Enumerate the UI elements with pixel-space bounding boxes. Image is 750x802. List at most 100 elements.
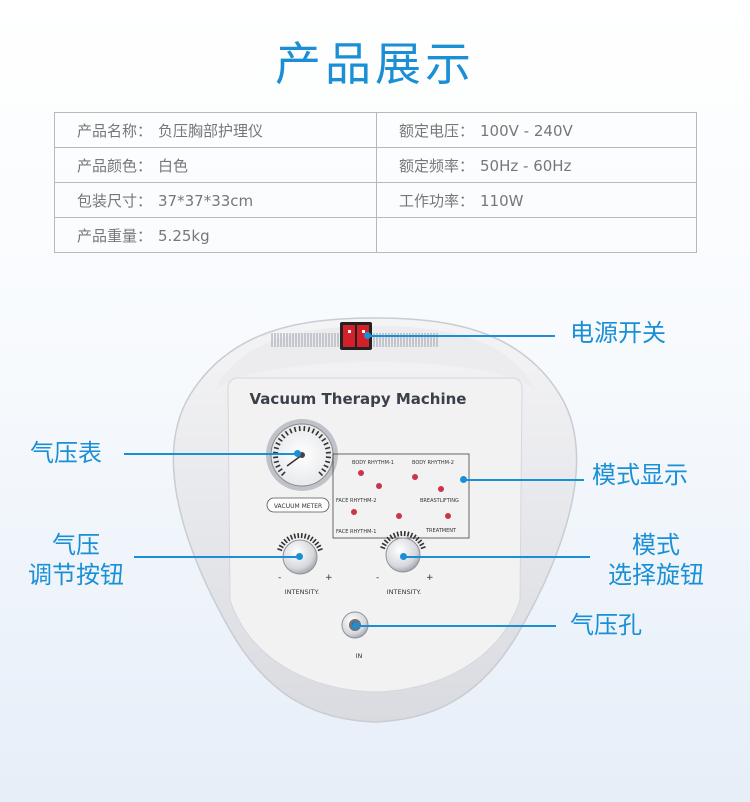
spec-label: 额定电压： — [399, 121, 475, 140]
led-indicator — [351, 509, 357, 515]
svg-text:+: + — [426, 573, 434, 583]
callout-dot — [294, 450, 301, 457]
spec-value: 负压胸部护理仪 — [158, 121, 264, 140]
tick-mark — [317, 548, 323, 552]
tick-mark — [273, 460, 280, 464]
power-switch[interactable] — [340, 322, 372, 350]
spec-label: 额定频率： — [399, 156, 475, 175]
callout-line — [134, 556, 298, 558]
spec-value: 100V - 240V — [480, 121, 573, 140]
tick-mark — [280, 433, 286, 439]
device-top — [215, 326, 535, 390]
table-row: 产品重量：5.25kg — [54, 217, 697, 253]
svg-text:INTENSITY.: INTENSITY. — [285, 588, 319, 596]
tick-mark — [380, 546, 386, 550]
spec-cell: 包装尺寸： 37*37*33cm — [54, 182, 377, 218]
svg-text:-: - — [376, 573, 379, 583]
callout-dot — [364, 332, 371, 339]
tick-mark — [420, 546, 426, 550]
led-indicator — [412, 474, 418, 480]
svg-text:INTENSITY.: INTENSITY. — [387, 588, 421, 596]
tick-mark — [324, 446, 331, 450]
spec-value: 白色 — [158, 156, 189, 175]
tick-mark — [309, 536, 314, 542]
tick-mark — [321, 437, 327, 442]
tick-mark — [280, 541, 286, 546]
tick-mark — [412, 534, 417, 540]
tick-mark — [284, 430, 289, 436]
spec-label: 工作功率： — [399, 191, 475, 210]
tick-mark — [392, 532, 397, 538]
table-row: 产品颜色： 白色 额定频率：50Hz - 60Hz — [54, 147, 697, 183]
callout-dot — [460, 476, 467, 483]
spec-table: 产品名称： 负压胸部护理仪 额定电压： 100V - 240V 产品颜色： 白色 额定… — [54, 112, 697, 253]
callout-gauge: 气压表 — [30, 439, 102, 467]
spec-cell: 工作功率： 110W — [376, 182, 697, 218]
svg-text:+: + — [325, 573, 333, 583]
callout-dot — [352, 622, 359, 629]
callout-line — [464, 479, 584, 481]
callout-line — [404, 556, 590, 558]
tick-mark — [293, 426, 297, 433]
callout-line — [356, 625, 556, 627]
spec-value: 110W — [480, 191, 524, 210]
tick-mark — [311, 428, 315, 434]
spec-value: 5.25kg — [158, 226, 210, 245]
callout-mode-display: 模式显示 — [592, 461, 688, 489]
spec-cell: 额定频率：50Hz - 60Hz — [376, 147, 697, 183]
tick-mark — [323, 464, 329, 468]
tick-mark — [277, 548, 283, 552]
spec-cell: 额定电压： 100V - 240V — [376, 112, 697, 148]
tick-mark — [289, 428, 293, 434]
table-row: 产品名称： 负压胸部护理仪 额定电压： 100V - 240V — [54, 112, 697, 148]
gauge-label: VACUUM METER — [274, 503, 322, 510]
callout-port: 气压孔 — [570, 611, 642, 639]
table-row: 包装尺寸： 37*37*33cm 工作功率： 110W — [54, 182, 697, 218]
tick-mark — [312, 538, 317, 544]
tick-mark — [389, 534, 394, 540]
led-indicator — [445, 513, 451, 519]
spec-label: 产品颜色： — [77, 156, 153, 175]
tick-mark — [318, 471, 324, 477]
spec-label: 包装尺寸： — [77, 191, 153, 210]
machine-name: Vacuum Therapy Machine — [250, 390, 467, 408]
svg-text:TREATMENT: TREATMENT — [425, 528, 457, 534]
tick-mark — [283, 538, 288, 544]
tick-mark — [275, 464, 281, 468]
callout-line — [124, 453, 296, 455]
tick-mark — [289, 534, 294, 540]
callout-power-switch: 电源开关 — [570, 319, 666, 347]
tick-mark — [409, 532, 414, 538]
spec-cell: 产品名称： 负压胸部护理仪 — [54, 112, 377, 148]
tick-mark — [293, 533, 297, 539]
tick-mark — [316, 544, 322, 549]
spec-label: 产品名称： — [77, 121, 153, 140]
tick-mark — [277, 468, 283, 473]
led-indicator — [376, 483, 382, 489]
tick-mark — [315, 430, 320, 436]
tick-mark — [280, 471, 286, 477]
tick-mark — [278, 544, 284, 549]
tick-mark — [306, 534, 311, 540]
tick-mark — [419, 542, 425, 547]
spec-value: 37*37*33cm — [158, 191, 254, 210]
callout-pressure-knob: 气压 调节按钮 — [28, 531, 124, 589]
tick-mark — [324, 460, 331, 464]
svg-text:-: - — [278, 573, 281, 583]
spec-cell: 产品颜色： 白色 — [54, 147, 377, 183]
callout-mode-knob: 模式 选择旋钮 — [608, 531, 704, 589]
svg-text:BODY RHYTHM-1: BODY RHYTHM-1 — [352, 460, 394, 466]
page-title: 产品展示 — [275, 37, 475, 91]
svg-text:FACE RHYTHM-1: FACE RHYTHM-1 — [336, 529, 376, 535]
tick-mark — [307, 426, 311, 433]
tick-mark — [275, 442, 281, 446]
callout-dot — [296, 553, 303, 560]
svg-text:BODY RHYTHM-2: BODY RHYTHM-2 — [412, 460, 454, 466]
tick-mark — [406, 531, 410, 537]
tick-mark — [303, 533, 307, 539]
svg-text:IN: IN — [356, 652, 363, 660]
tick-mark — [314, 541, 320, 546]
tick-mark — [273, 446, 280, 450]
svg-text:BREASTLIFTING: BREASTLIFTING — [420, 498, 459, 504]
tick-mark — [323, 442, 329, 446]
